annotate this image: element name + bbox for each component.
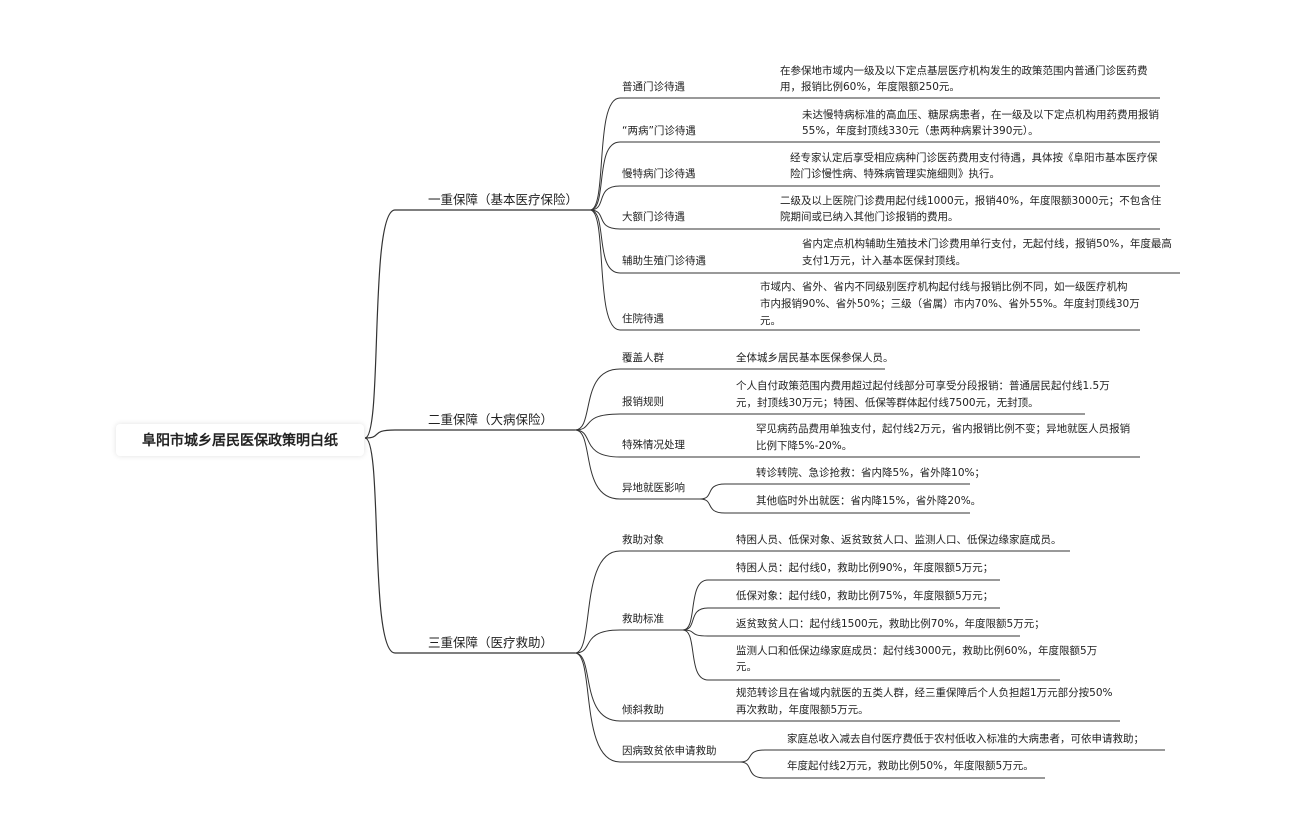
level2-node-label[interactable]: 特殊情况处理 <box>622 439 685 451</box>
child-connector <box>589 185 1160 211</box>
level2-node-label[interactable]: 倾斜救助 <box>622 704 664 716</box>
detail-text[interactable]: 省内定点机构辅助生殖技术门诊费用单行支付，无起付线，报销50%，年度最高 <box>802 238 1172 250</box>
sub-detail-text[interactable]: 返贫致贫人口：起付线1500元，救助比例70%，年度限额5万元； <box>736 618 1045 630</box>
detail-text[interactable]: 未达慢特病标准的高血压、糖尿病患者，在一级及以下定点机构用药费用报销 <box>802 109 1159 121</box>
detail-text[interactable]: 险门诊慢性病、特殊病管理实施细则》执行。 <box>790 168 1000 180</box>
level2-node-label[interactable]: 大额门诊待遇 <box>622 211 685 223</box>
branch-connector <box>364 429 575 439</box>
level2-node-label[interactable]: 覆盖人群 <box>622 352 664 364</box>
sub-connector <box>682 607 1000 631</box>
child-connector <box>574 413 1085 431</box>
detail-text[interactable]: 市域内、省外、省内不同级别医疗机构起付线与报销比例不同，如一级医疗机构 <box>760 281 1128 293</box>
sub-connector <box>739 749 1165 763</box>
level1-node-label[interactable]: 一重保障（基本医疗保险） <box>428 192 579 207</box>
child-connector <box>574 429 1140 458</box>
child-connector <box>574 629 683 654</box>
root-title: 阜阳市城乡居民医保政策明白纸 <box>142 433 338 449</box>
child-connector <box>589 97 1160 211</box>
child-connector <box>589 209 1160 230</box>
branch-connector <box>364 209 590 439</box>
detail-text[interactable]: 元。 <box>760 315 781 327</box>
detail-text[interactable]: 在参保地市域内一级及以下定点基层医疗机构发生的政策范围内普通门诊医药费 <box>780 65 1148 77</box>
child-connector <box>589 209 1180 274</box>
detail-text[interactable]: 院期间或已纳入其他门诊报销的费用。 <box>780 211 959 223</box>
detail-text[interactable]: 特困人员、低保对象、返贫致贫人口、监测人口、低保边缘家庭成员。 <box>736 534 1062 546</box>
sub-detail-text[interactable]: 转诊转院、急诊抢救：省内降5%，省外降10%； <box>756 467 985 479</box>
child-connector <box>574 550 1070 654</box>
child-connector <box>574 652 740 763</box>
detail-text[interactable]: 经专家认定后享受相应病种门诊医药费用支付待遇，具体按《阜阳市基本医疗保 <box>790 152 1158 164</box>
branch-connector <box>364 437 575 654</box>
sub-detail-text[interactable]: 低保对象：起付线0，救助比例75%，年度限额5万元； <box>736 590 994 602</box>
child-connector <box>574 652 1120 722</box>
detail-text[interactable]: 再次救助，年度限额5万元。 <box>736 704 869 716</box>
level2-node-label[interactable]: 住院待遇 <box>622 313 664 325</box>
level2-node-label[interactable]: 救助对象 <box>622 534 664 546</box>
sub-detail-text[interactable]: 元。 <box>736 661 757 673</box>
level2-node-label[interactable]: “两病”门诊待遇 <box>622 125 696 137</box>
detail-text[interactable]: 规范转诊且在省域内就医的五类人群，经三重保障后个人负担超1万元部分按50% <box>736 687 1113 699</box>
sub-connector <box>739 761 1045 779</box>
sub-detail-text[interactable]: 特困人员：起付线0，救助比例90%，年度限额5万元； <box>736 562 994 574</box>
sub-connector <box>699 498 970 514</box>
level2-node-label[interactable]: 异地就医影响 <box>622 482 685 494</box>
detail-text[interactable]: 55%，年度封顶线330元（患两种病累计390元）。 <box>802 125 1039 137</box>
level2-node-label[interactable]: 普通门诊待遇 <box>622 81 685 93</box>
child-connector <box>589 141 1160 211</box>
child-connector <box>574 368 885 431</box>
level2-node-label[interactable]: 报销规则 <box>622 396 664 408</box>
detail-text[interactable]: 市内报销90%、省外50%；三级（省属）市内70%、省外55%。年度封顶线30万 <box>760 298 1140 310</box>
root-node[interactable]: 阜阳市城乡居民医保政策明白纸 <box>116 424 364 456</box>
child-connector <box>589 209 1140 331</box>
sub-detail-text[interactable]: 年度起付线2万元，救助比例50%，年度限额5万元。 <box>787 760 1034 772</box>
detail-text[interactable]: 用，报销比例60%，年度限额250元。 <box>780 81 960 93</box>
level2-node-label[interactable]: 因病致贫依申请救助 <box>622 745 717 757</box>
detail-text[interactable]: 支付1万元，计入基本医保封顶线。 <box>802 255 967 267</box>
level2-node-label[interactable]: 慢特病门诊待遇 <box>622 168 696 180</box>
sub-detail-text[interactable]: 家庭总收入减去自付医疗费低于农村低收入标准的大病患者，可依申请救助； <box>787 733 1144 745</box>
sub-connector <box>682 579 1000 631</box>
sub-connector <box>682 629 1060 681</box>
detail-text[interactable]: 元，封顶线30万元；特困、低保等群体起付线7500元，无封顶。 <box>736 397 1039 409</box>
detail-text[interactable]: 二级及以上医院门诊费用起付线1000元，报销40%，年度限额3000元；不包含住 <box>780 195 1162 207</box>
detail-text[interactable]: 全体城乡居民基本医保参保人员。 <box>736 352 894 364</box>
sub-connector <box>699 483 970 500</box>
level2-node-label[interactable]: 辅助生殖门诊待遇 <box>622 255 706 267</box>
detail-text[interactable]: 罕见病药品费用单独支付，起付线2万元，省内报销比例不变；异地就医人员报销 <box>756 423 1131 435</box>
sub-detail-text[interactable]: 其他临时外出就医：省内降15%，省外降20%。 <box>756 495 982 507</box>
level1-node-label[interactable]: 三重保障（医疗救助） <box>428 635 554 650</box>
level2-node-label[interactable]: 救助标准 <box>622 613 664 625</box>
level1-node-label[interactable]: 二重保障（大病保险） <box>428 412 554 427</box>
detail-text[interactable]: 比例下降5%-20%。 <box>756 440 853 452</box>
sub-detail-text[interactable]: 监测人口和低保边缘家庭成员：起付线3000元，救助比例60%，年度限额5万 <box>736 645 1098 657</box>
sub-connector <box>682 629 1020 637</box>
detail-text[interactable]: 个人自付政策范围内费用超过起付线部分可享受分段报销：普通居民起付线1.5万 <box>736 380 1110 392</box>
child-connector <box>574 429 700 500</box>
